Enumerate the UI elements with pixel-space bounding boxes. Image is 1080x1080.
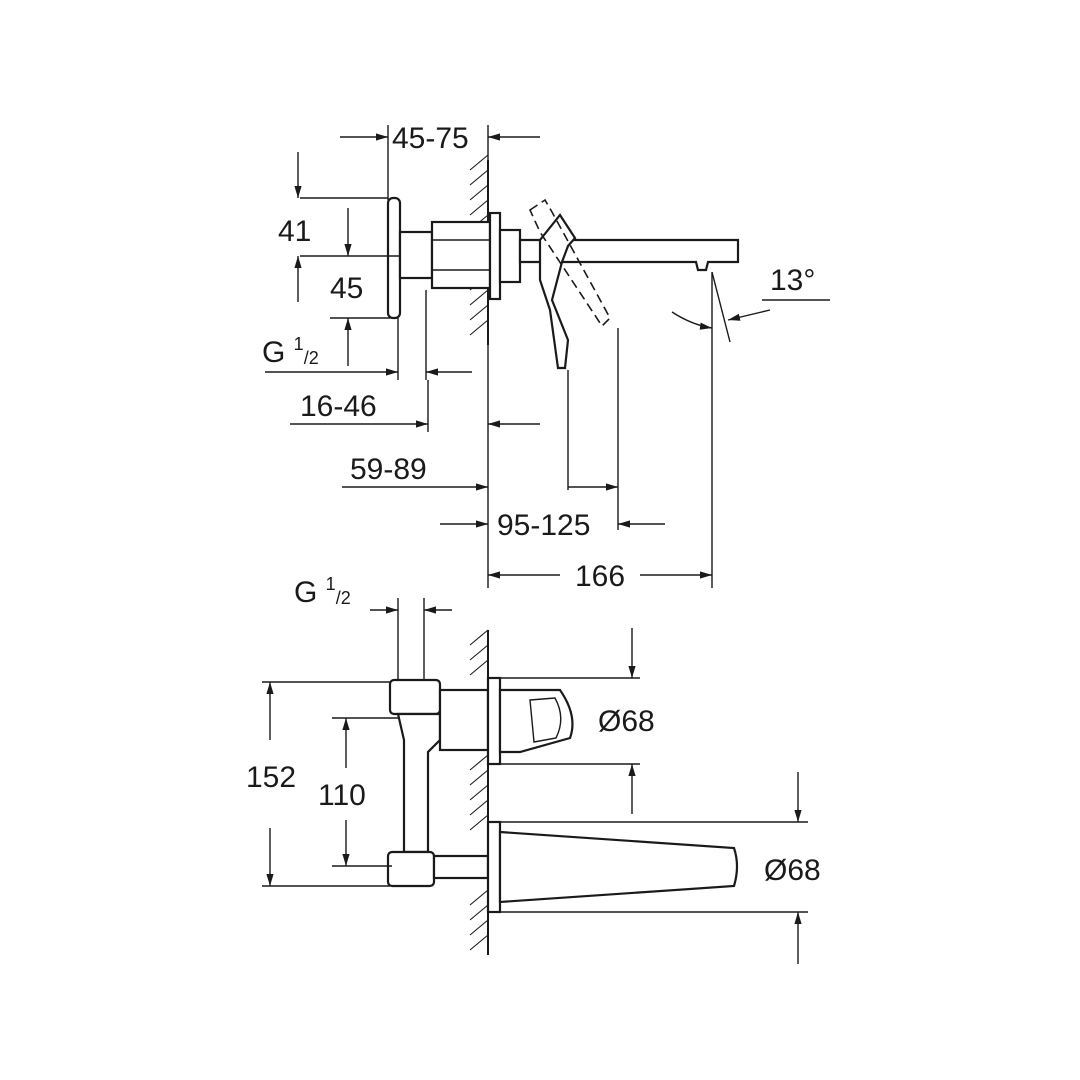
angle-13-label: 13° — [770, 264, 815, 297]
labels-side: 45-75 41 45 G 1/2 16-46 59-89 95-125 166… — [262, 122, 815, 593]
spout-top — [486, 820, 739, 914]
concealed-body-side — [386, 196, 492, 320]
concealed-body-top — [386, 678, 490, 888]
g-thread-top-label: G 1/2 — [294, 574, 351, 609]
diameter-68-lower-label: Ø68 — [764, 854, 821, 887]
dim-166-label: 166 — [575, 560, 625, 593]
dimension-arrows-side — [265, 133, 830, 579]
spout-side — [488, 211, 740, 301]
dim-95-125-label: 95-125 — [497, 509, 590, 542]
dim-41-label: 41 — [278, 215, 311, 248]
g-thread-side-label: G 1/2 — [262, 334, 319, 369]
dimension-arrows-top — [266, 606, 802, 964]
dim-45-label: 45 — [330, 272, 363, 305]
dim-45-75-label: 45-75 — [392, 122, 469, 155]
dim-110-label: 110 — [318, 779, 366, 812]
labels-top: G 1/2 152 110 Ø68 Ø68 — [246, 574, 821, 887]
side-view: 45-75 41 45 G 1/2 16-46 59-89 95-125 166… — [262, 122, 830, 593]
wall-hatch-top — [469, 629, 489, 955]
dim-59-89-label: 59-89 — [350, 453, 427, 486]
handle-top — [486, 676, 574, 766]
top-view: G 1/2 152 110 Ø68 Ø68 — [246, 574, 821, 964]
diameter-68-upper-label: Ø68 — [598, 705, 655, 738]
dim-152-label: 152 — [246, 761, 296, 794]
lever-handle-side — [528, 198, 611, 370]
dim-16-46-label: 16-46 — [300, 390, 377, 423]
